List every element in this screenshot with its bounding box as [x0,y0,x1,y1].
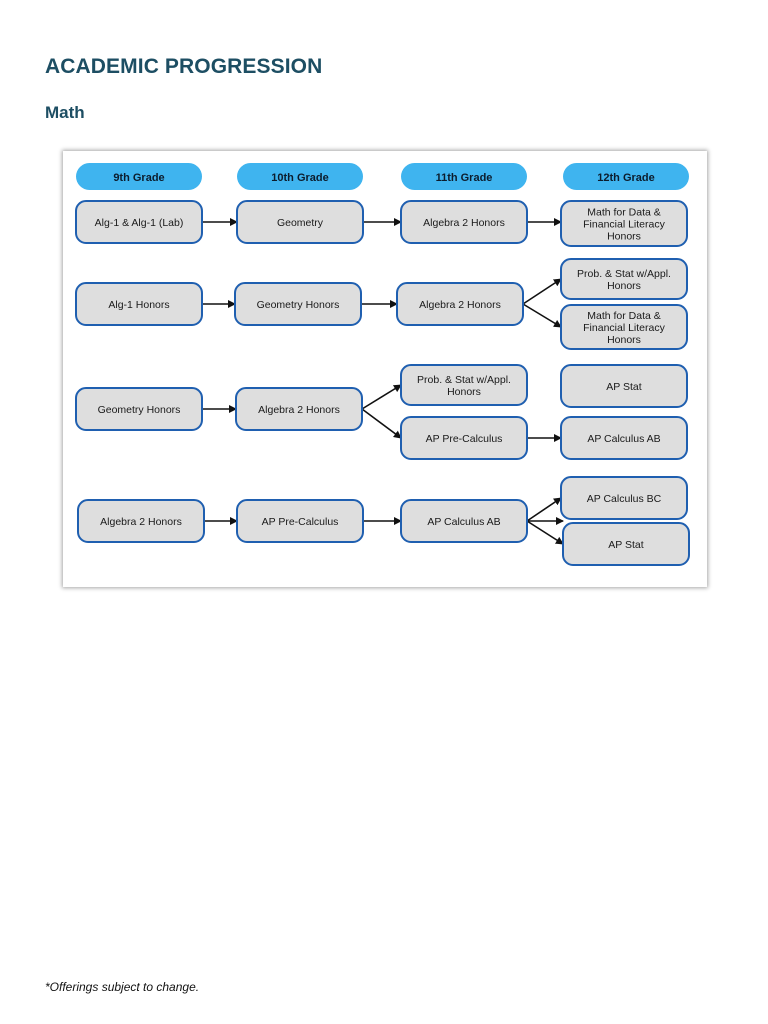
course-box-shape [560,304,688,350]
course-label: Prob. & Stat w/Appl. [417,374,511,386]
course-label: Algebra 2 Honors [100,516,182,528]
progression-arrow [526,520,564,545]
grade-label: 9th Grade [113,172,164,184]
course-box-geometry: Geometry [236,200,364,244]
progression-arrow [522,303,562,328]
course-label: AP Calculus AB [427,516,500,528]
grade-label: 11th Grade [436,172,493,184]
course-label: Alg-1 Honors [108,299,169,311]
course-label: AP Stat [608,539,643,551]
course-box-apstat-r4: AP Stat [562,522,690,566]
course-box-shape [560,200,688,247]
course-box-geoh-r2: Geometry Honors [234,282,362,326]
grade-pill [76,163,202,190]
course-box-shape [75,387,203,431]
course-label: Honors [607,334,641,346]
section-heading: Math [45,103,85,122]
course-label: Honors [447,386,481,398]
course-label: Math for Data & [587,310,661,322]
course-box-apcalcab-r4: AP Calculus AB [400,499,528,543]
progression-arrow [522,278,562,305]
course-box-shape [75,282,203,326]
grade-header-11: 11th Grade [401,163,527,190]
course-box-alg2h-r4: Algebra 2 Honors [77,499,205,543]
course-box-geoh-r3: Geometry Honors [75,387,203,431]
page-title: ACADEMIC PROGRESSION [45,55,323,78]
grade-header-12: 12th Grade [563,163,689,190]
course-label: Honors [607,280,641,292]
course-box-shape [400,499,528,543]
course-box-shape [400,416,528,460]
course-box-precalc-r4: AP Pre-Calculus [236,499,364,543]
course-label: AP Calculus AB [587,433,660,445]
course-label: AP Stat [606,381,641,393]
course-box-shape [234,282,362,326]
course-label: Algebra 2 Honors [423,217,505,229]
course-box-shape [75,200,203,244]
progression-arrow [361,408,402,439]
course-box-apcalcbc-r4: AP Calculus BC [560,476,688,520]
course-box-shape [77,499,205,543]
course-box-shape [560,364,688,408]
course-box-precalc-r3: AP Pre-Calculus [400,416,528,460]
course-label: AP Calculus BC [587,493,662,505]
flowchart-canvas: 9th Grade 10th Grade 11th Grade 12th GradeA… [75,163,690,566]
course-box-shape [396,282,524,326]
course-box-alg1-lab: Alg-1 & Alg-1 (Lab) [75,200,203,244]
course-label: Honors [607,231,641,243]
course-box-prob-r3: Prob. & Stat w/Appl.Honors [400,364,528,406]
grade-label: 12th Grade [597,172,654,184]
course-label: Algebra 2 Honors [258,404,340,416]
progression-arrow [361,384,402,410]
course-box-shape [236,200,364,244]
course-box-alg2h-r1: Algebra 2 Honors [400,200,528,244]
course-box-shape [400,200,528,244]
course-label: Geometry [277,217,324,229]
course-box-shape [236,499,364,543]
course-box-alg1h: Alg-1 Honors [75,282,203,326]
footnote: *Offerings subject to change. [45,980,200,994]
course-box-shape [560,476,688,520]
course-box-apcalcab-r3: AP Calculus AB [560,416,688,460]
grade-pill [563,163,689,190]
course-box-shape [235,387,363,431]
course-box-shape [560,258,688,300]
grade-header-9: 9th Grade [76,163,202,190]
course-label: Math for Data & [587,207,661,219]
progression-arrow [526,497,562,522]
course-box-apstat-r3: AP Stat [560,364,688,408]
course-box-shape [560,416,688,460]
course-label: AP Pre-Calculus [426,433,503,445]
course-label: Financial Literacy [583,219,665,231]
course-box-alg2h-r2: Algebra 2 Honors [396,282,524,326]
grade-label: 10th Grade [271,172,328,184]
course-box-alg2h-r3: Algebra 2 Honors [235,387,363,431]
grade-pill [401,163,527,190]
course-label: Financial Literacy [583,322,665,334]
course-label: Prob. & Stat w/Appl. [577,268,671,280]
grade-header-10: 10th Grade [237,163,363,190]
course-label: Alg-1 & Alg-1 (Lab) [95,217,184,229]
course-label: Algebra 2 Honors [419,299,501,311]
course-box-shape [400,364,528,406]
course-label: Geometry Honors [257,299,340,311]
course-box-shape [562,522,690,566]
course-box-prob-r2: Prob. & Stat w/Appl.Honors [560,258,688,300]
grade-pill [237,163,363,190]
course-label: AP Pre-Calculus [262,516,339,528]
course-label: Geometry Honors [98,404,181,416]
